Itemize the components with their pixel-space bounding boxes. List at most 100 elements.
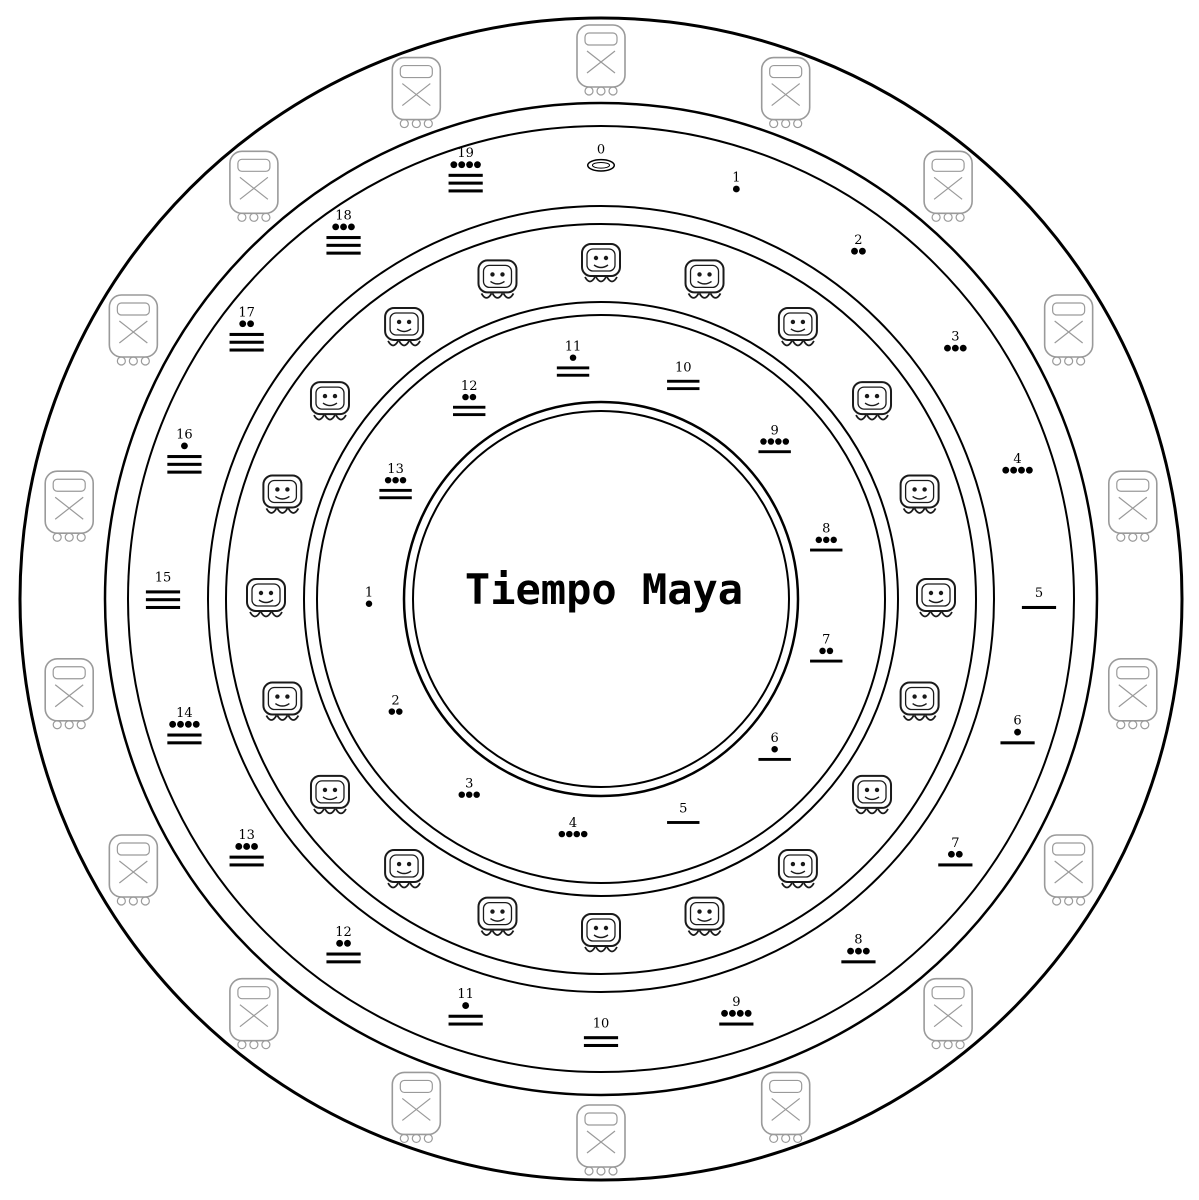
dot-icon xyxy=(365,600,373,607)
bar-icon xyxy=(448,1022,483,1026)
dot-icon xyxy=(192,720,200,728)
maya-numeral: 3 xyxy=(944,330,967,352)
dot-icon xyxy=(1025,466,1033,474)
day-ring-inner-b xyxy=(303,301,899,897)
dot-icon xyxy=(473,791,480,798)
maya-numeral: 13 xyxy=(379,462,412,500)
bar-icon xyxy=(167,455,202,459)
numeral-label: 18 xyxy=(335,208,352,223)
dot-icon xyxy=(775,438,782,445)
dot-icon xyxy=(181,442,188,450)
dot-icon xyxy=(858,247,866,255)
dot-icon xyxy=(462,393,469,401)
dot-icon xyxy=(760,438,767,445)
maya-numeral: 7 xyxy=(810,633,843,663)
dot-icon xyxy=(462,1002,470,1009)
maya-numeral: 11 xyxy=(448,987,483,1026)
dot-icon xyxy=(450,161,458,169)
shell-zero-icon xyxy=(586,158,616,172)
dot-icon xyxy=(235,843,243,850)
bar-icon xyxy=(229,332,264,336)
maya-numeral: 12 xyxy=(326,925,361,964)
dot-icon xyxy=(955,850,963,858)
dot-icon xyxy=(458,791,465,798)
bar-icon xyxy=(145,598,181,602)
dot-icon xyxy=(782,438,790,445)
numeral-label: 10 xyxy=(675,360,692,375)
haab-month-glyph-icon xyxy=(391,56,442,129)
numeral-label: 13 xyxy=(238,828,255,843)
numeral-label: 2 xyxy=(391,693,399,708)
dot-icon xyxy=(247,320,255,328)
tzolkin-day-glyph-icon xyxy=(684,896,725,936)
dot-icon xyxy=(469,393,477,401)
dot-icon xyxy=(465,791,473,798)
tzolkin-day-glyph-icon xyxy=(246,578,286,618)
tzolkin-day-glyph-icon xyxy=(899,474,940,514)
maya-numeral: 4 xyxy=(558,816,588,838)
numeral-label: 4 xyxy=(569,816,577,831)
haab-month-glyph-icon xyxy=(760,56,811,129)
maya-numeral: 3 xyxy=(458,776,480,798)
maya-numeral: 17 xyxy=(229,305,264,352)
trecena-ring xyxy=(316,314,886,884)
numeral-label: 3 xyxy=(951,330,959,345)
dot-icon xyxy=(944,344,951,352)
bar-icon xyxy=(167,470,202,474)
tzolkin-day-glyph-icon xyxy=(852,774,893,815)
haab-month-glyph-icon xyxy=(108,294,159,366)
maya-numeral: 5 xyxy=(1021,586,1057,609)
dot-icon xyxy=(336,939,344,947)
haab-month-glyph-icon xyxy=(760,1071,811,1144)
maya-numeral: 16 xyxy=(167,427,202,474)
haab-month-glyph-icon xyxy=(576,1104,626,1176)
center-ring-outer xyxy=(402,400,800,798)
dot-icon xyxy=(1002,466,1010,474)
haab-month-glyph-icon xyxy=(44,657,95,730)
numeral-label: 14 xyxy=(176,706,193,721)
bar-icon xyxy=(810,548,843,552)
bar-icon xyxy=(841,960,876,964)
haab-month-glyph-icon xyxy=(229,150,279,222)
bar-icon xyxy=(667,821,700,824)
dot-icon xyxy=(847,947,855,955)
dot-icon xyxy=(347,223,355,231)
dot-icon xyxy=(855,947,862,955)
dot-icon xyxy=(959,344,967,352)
bar-icon xyxy=(453,413,486,417)
tzolkin-day-glyph-icon xyxy=(684,259,725,299)
maya-numeral: 0 xyxy=(586,143,616,172)
haab-month-glyph-icon xyxy=(108,834,159,906)
numeral-label: 6 xyxy=(771,731,779,746)
day-ring-outer xyxy=(207,205,995,993)
bar-icon xyxy=(167,741,202,745)
numeral-label: 12 xyxy=(335,925,352,940)
bar-icon xyxy=(758,450,791,454)
maya-numeral: 4 xyxy=(1002,452,1033,474)
day-ring-inner-a xyxy=(225,223,977,975)
tzolkin-day-glyph-icon xyxy=(262,474,303,514)
tzolkin-day-glyph-icon xyxy=(262,681,303,721)
dot-icon xyxy=(392,476,399,484)
dot-icon xyxy=(466,161,474,169)
dot-icon xyxy=(184,720,192,728)
numeral-label: 3 xyxy=(465,776,473,791)
numeral-label: 12 xyxy=(461,379,478,394)
center-ring-inner xyxy=(412,410,790,788)
tzolkin-day-glyph-icon xyxy=(477,896,518,936)
outer-ring xyxy=(18,16,1184,1182)
haab-month-glyph-icon xyxy=(1107,657,1158,730)
maya-numeral: 10 xyxy=(667,360,700,391)
dot-icon xyxy=(732,185,740,193)
numeral-label: 0 xyxy=(597,143,605,158)
maya-numeral: 1 xyxy=(732,171,740,193)
maya-numeral: 10 xyxy=(583,1016,619,1047)
haab-month-glyph-icon xyxy=(1043,294,1094,366)
bar-icon xyxy=(583,1043,619,1047)
bar-icon xyxy=(719,1022,754,1026)
maya-numeral: 11 xyxy=(556,339,590,377)
tzolkin-day-glyph-icon xyxy=(384,849,425,889)
bar-icon xyxy=(326,952,361,956)
maya-numeral: 1 xyxy=(365,586,373,607)
maya-numeral: 6 xyxy=(758,731,791,761)
